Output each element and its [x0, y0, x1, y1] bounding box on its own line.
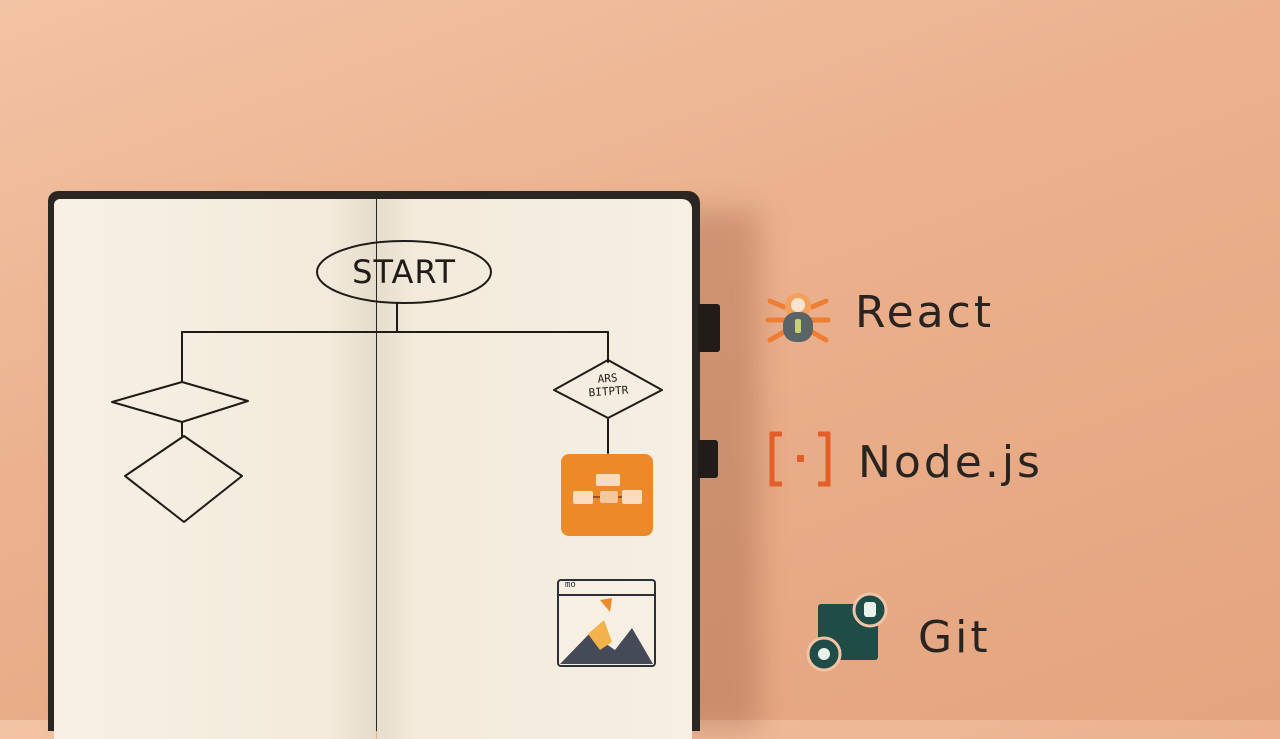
start-oval: [316, 240, 492, 304]
notebook-left-page: [54, 199, 376, 739]
nodejs-bracket-icon: [769, 431, 831, 487]
orange-blocks-icon: [561, 454, 653, 536]
browser-window-title: mo: [565, 580, 576, 590]
scene: START ARS BITPTR mo React Node.js: [48, 191, 1043, 739]
tool-label-git: Git: [918, 612, 991, 663]
start-label: START: [352, 253, 456, 291]
tool-label-nodejs: Node.js: [858, 437, 1043, 488]
notebook-tab-top: [698, 304, 720, 352]
flowchart-drawing: [111, 240, 663, 667]
left-diamond-top: [111, 381, 249, 423]
tool-label-react: React: [855, 287, 995, 338]
left-diamond-bottom: [124, 435, 243, 523]
git-icon: [806, 592, 888, 672]
browser-image-icon: [557, 579, 656, 667]
react-icon: [765, 293, 831, 343]
notebook-tab-middle: [698, 440, 718, 478]
